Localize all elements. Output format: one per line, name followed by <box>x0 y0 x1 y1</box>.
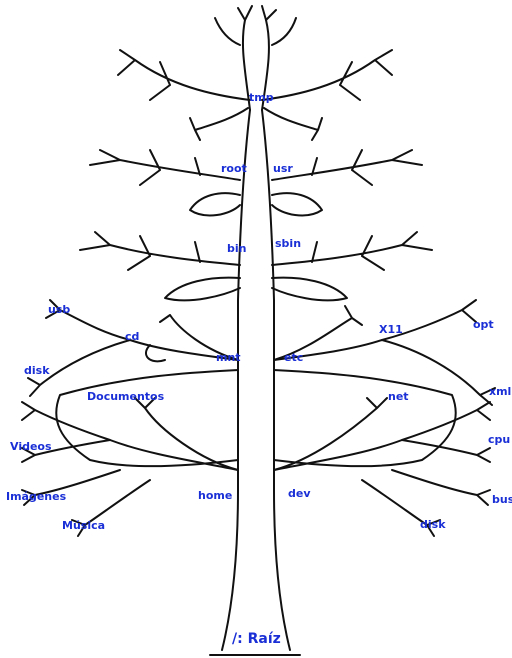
label-disk-right: disk <box>420 518 446 531</box>
label-raiz: /: Raíz <box>232 631 281 647</box>
branch-tmp-twigs <box>215 6 296 45</box>
branch-usr <box>272 150 422 185</box>
branch-usr-loop <box>272 193 322 215</box>
branch-dev-bus <box>392 470 490 505</box>
label-musica: Música <box>62 519 105 532</box>
branch-bin-loop <box>165 278 240 301</box>
label-bin: bin <box>227 242 246 255</box>
branch-tmp-right <box>262 50 392 100</box>
label-sbin: sbin <box>275 237 301 250</box>
label-imagenes: Imágenes <box>6 490 67 503</box>
label-documentos: Documentos <box>87 390 165 403</box>
label-root: root <box>221 162 247 175</box>
branch-home <box>22 402 238 470</box>
label-xml: xml <box>489 385 511 398</box>
label-home: home <box>198 489 232 502</box>
label-cd: cd <box>125 330 139 343</box>
label-bus: bus <box>492 493 512 506</box>
branch-tmp-left <box>118 50 250 100</box>
label-videos: Videos <box>10 440 52 453</box>
label-opt: opt <box>473 318 494 331</box>
label-etc: etc <box>284 351 303 364</box>
branch-root <box>90 150 240 185</box>
branch-root-loop <box>190 193 240 215</box>
trunk <box>222 110 250 650</box>
label-mnt: mnt <box>216 351 241 364</box>
branch-dev-cpu <box>402 440 490 462</box>
branch-dev <box>274 402 490 470</box>
label-disk-left: disk <box>24 364 50 377</box>
label-usb: usb <box>48 303 70 316</box>
label-dev: dev <box>288 487 311 500</box>
label-net: net <box>388 390 409 403</box>
branch-etc <box>274 300 476 360</box>
branch-sbin-loop <box>272 278 347 301</box>
label-cpu: cpu <box>488 433 510 446</box>
label-x11: X11 <box>379 323 403 336</box>
trunk <box>262 110 290 650</box>
branch-bin <box>80 232 240 270</box>
branch-mnt <box>46 300 238 360</box>
label-usr: usr <box>273 162 293 175</box>
label-tmp: tmp <box>249 91 274 104</box>
branch-tmp-lower <box>190 108 322 140</box>
